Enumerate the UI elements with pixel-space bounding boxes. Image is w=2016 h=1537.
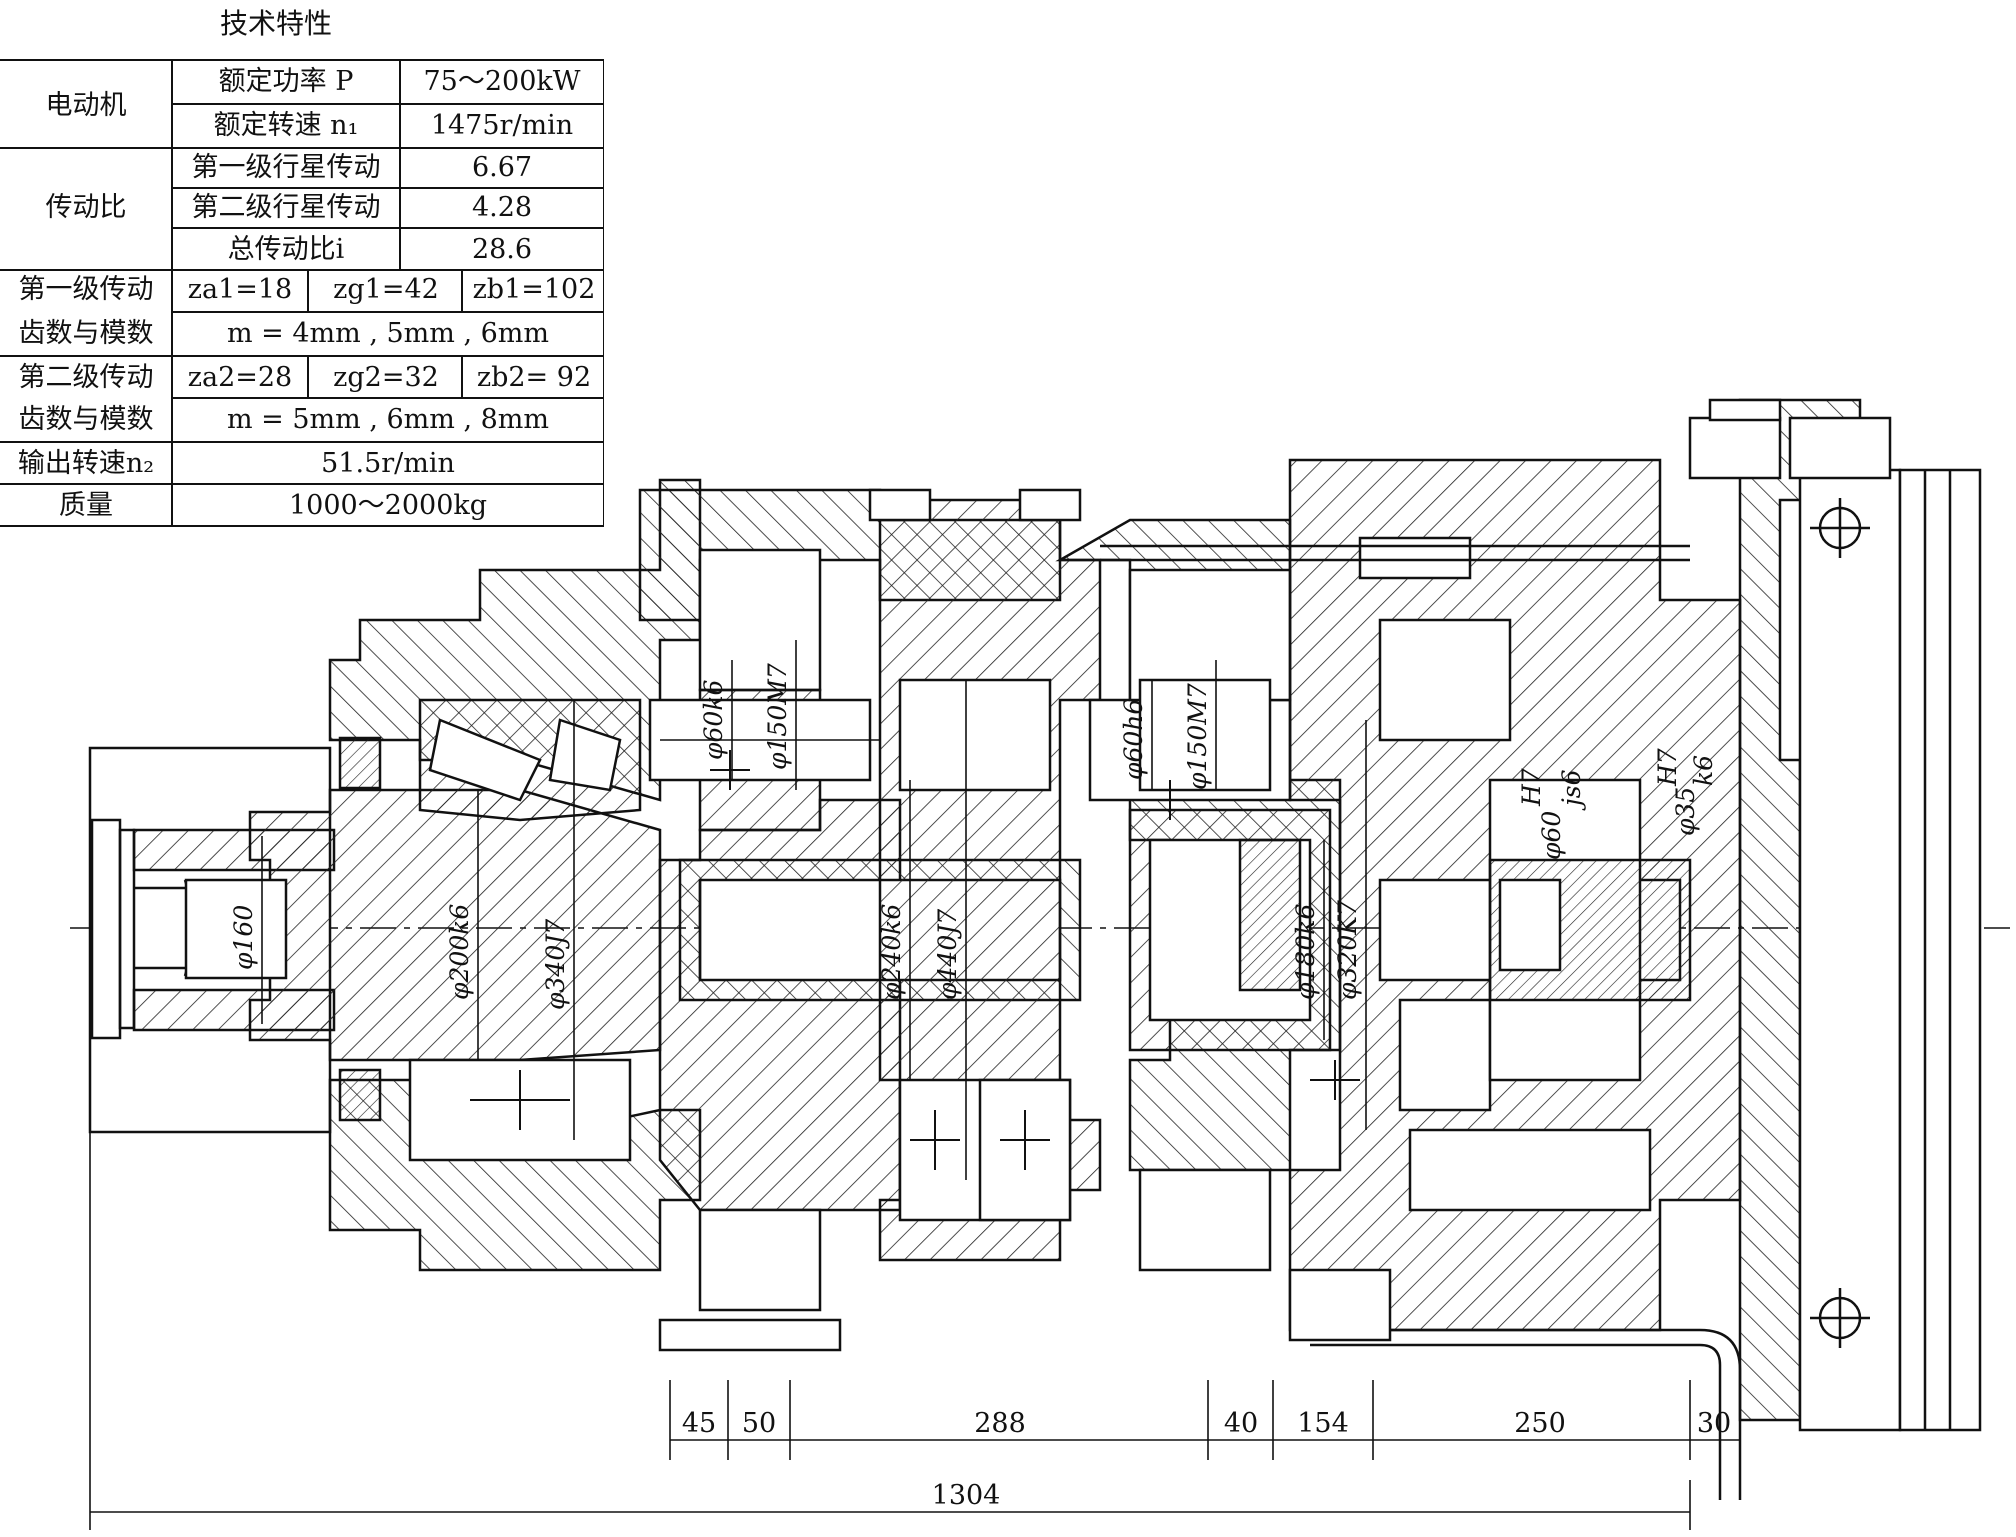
dim-30: 30 bbox=[1697, 1408, 1731, 1439]
stage1-label: 第一级行星传动 bbox=[191, 152, 381, 183]
drain-plug bbox=[658, 1318, 842, 1352]
spec-table: 电动机 额定功率 P 75～200kW 额定转速 n₁ 1475r/min 传动… bbox=[0, 58, 604, 527]
dim-154: 154 bbox=[1297, 1408, 1349, 1439]
mass-value: 1000～2000kg bbox=[288, 490, 488, 521]
zg1-value: zg1=42 bbox=[333, 274, 439, 305]
module2-value: m = 5mm , 6mm , 8mm bbox=[226, 404, 550, 435]
stage1-value: 6.67 bbox=[471, 152, 533, 183]
gear2-label-line2: 齿数与模数 bbox=[18, 404, 154, 435]
fit-d150M7-a: φ150M7 bbox=[763, 663, 792, 770]
dim-overall-1304: 1304 bbox=[932, 1480, 1001, 1511]
top-bolt-nut bbox=[1688, 416, 1782, 480]
fit-d35-den: k6 bbox=[1689, 755, 1718, 786]
total-ratio-label: 总传动比i bbox=[227, 234, 345, 265]
fit-d180k6: φ180k6 bbox=[1291, 904, 1320, 1000]
mass-label: 质量 bbox=[59, 490, 113, 521]
output-speed-label: 输出转速n₂ bbox=[17, 448, 155, 479]
output-speed-value: 51.5r/min bbox=[321, 448, 455, 479]
fit-d60-den: js6 bbox=[1557, 769, 1586, 811]
spec-title: 技术特性 bbox=[220, 7, 333, 40]
zb1-value: zb1=102 bbox=[472, 274, 596, 305]
top-plug-1 bbox=[868, 488, 932, 522]
fit-d440J7: φ440J7 bbox=[933, 909, 962, 1000]
dim-50: 50 bbox=[742, 1408, 776, 1439]
za1-value: za1=18 bbox=[187, 274, 293, 305]
planet-gear-1-upper bbox=[698, 548, 822, 692]
planet-gear-2 bbox=[1138, 678, 1272, 792]
rated-power-label: 额定功率 P bbox=[218, 66, 354, 97]
fit-d240k6: φ240k6 bbox=[877, 904, 906, 1000]
ratio-label: 传动比 bbox=[45, 192, 127, 223]
flange-plate bbox=[1798, 468, 1902, 1432]
planet-pin-1 bbox=[898, 678, 1052, 792]
stage2-value: 4.28 bbox=[471, 192, 533, 223]
seal-lower bbox=[338, 1068, 382, 1122]
rated-speed-label: 额定转速 n₁ bbox=[213, 110, 359, 141]
dim-45: 45 bbox=[682, 1408, 716, 1439]
spec-table-grid bbox=[0, 59, 604, 527]
gear1-label-line1: 第一级传动 bbox=[18, 274, 154, 305]
gear1-label-line2: 齿数与模数 bbox=[18, 318, 154, 349]
lower-nut bbox=[1288, 1268, 1392, 1342]
planet-gear-1-lower bbox=[698, 1208, 822, 1312]
zg2-value: zg2=32 bbox=[333, 362, 439, 393]
dim-288: 288 bbox=[974, 1408, 1026, 1439]
fit-d320K7: φ320K7 bbox=[1333, 900, 1362, 1000]
oil-pipe-lower bbox=[1290, 1328, 1742, 1500]
fit-d60k6: φ60k6 bbox=[699, 680, 728, 760]
total-ratio-value: 28.6 bbox=[471, 234, 533, 265]
zb2-value: zb2= 92 bbox=[476, 362, 592, 393]
gear2-label-line1: 第二级传动 bbox=[18, 362, 154, 393]
seal-upper bbox=[338, 736, 382, 790]
rated-speed-value: 1475r/min bbox=[430, 110, 574, 141]
fit-d35-prefix: φ35 bbox=[1671, 787, 1700, 836]
fit-d340J7: φ340J7 bbox=[541, 919, 570, 1010]
top-plug-2 bbox=[1018, 488, 1082, 522]
motor-label: 电动机 bbox=[45, 90, 127, 121]
fit-d60-prefix: φ60 bbox=[1537, 811, 1566, 860]
dim-40: 40 bbox=[1224, 1408, 1258, 1439]
module1-value: m = 4mm , 5mm , 6mm bbox=[226, 318, 550, 349]
fit-d200k6: φ200k6 bbox=[445, 904, 474, 1000]
za2-value: za2=28 bbox=[187, 362, 293, 393]
planet-gear-2-lower bbox=[1138, 1168, 1272, 1272]
stage2-label: 第二级行星传动 bbox=[191, 192, 381, 223]
fit-d60-num: H7 bbox=[1517, 768, 1546, 807]
rated-power-value: 75～200kW bbox=[423, 66, 581, 97]
fit-d150M7-b: φ150M7 bbox=[1183, 683, 1212, 790]
fit-d160: φ160 bbox=[229, 905, 258, 970]
fit-d60h6: φ60h6 bbox=[1119, 699, 1148, 780]
oil-pipe-fitting bbox=[1358, 536, 1472, 580]
dim-250: 250 bbox=[1514, 1408, 1566, 1439]
fit-d35-num: H7 bbox=[1653, 748, 1682, 787]
